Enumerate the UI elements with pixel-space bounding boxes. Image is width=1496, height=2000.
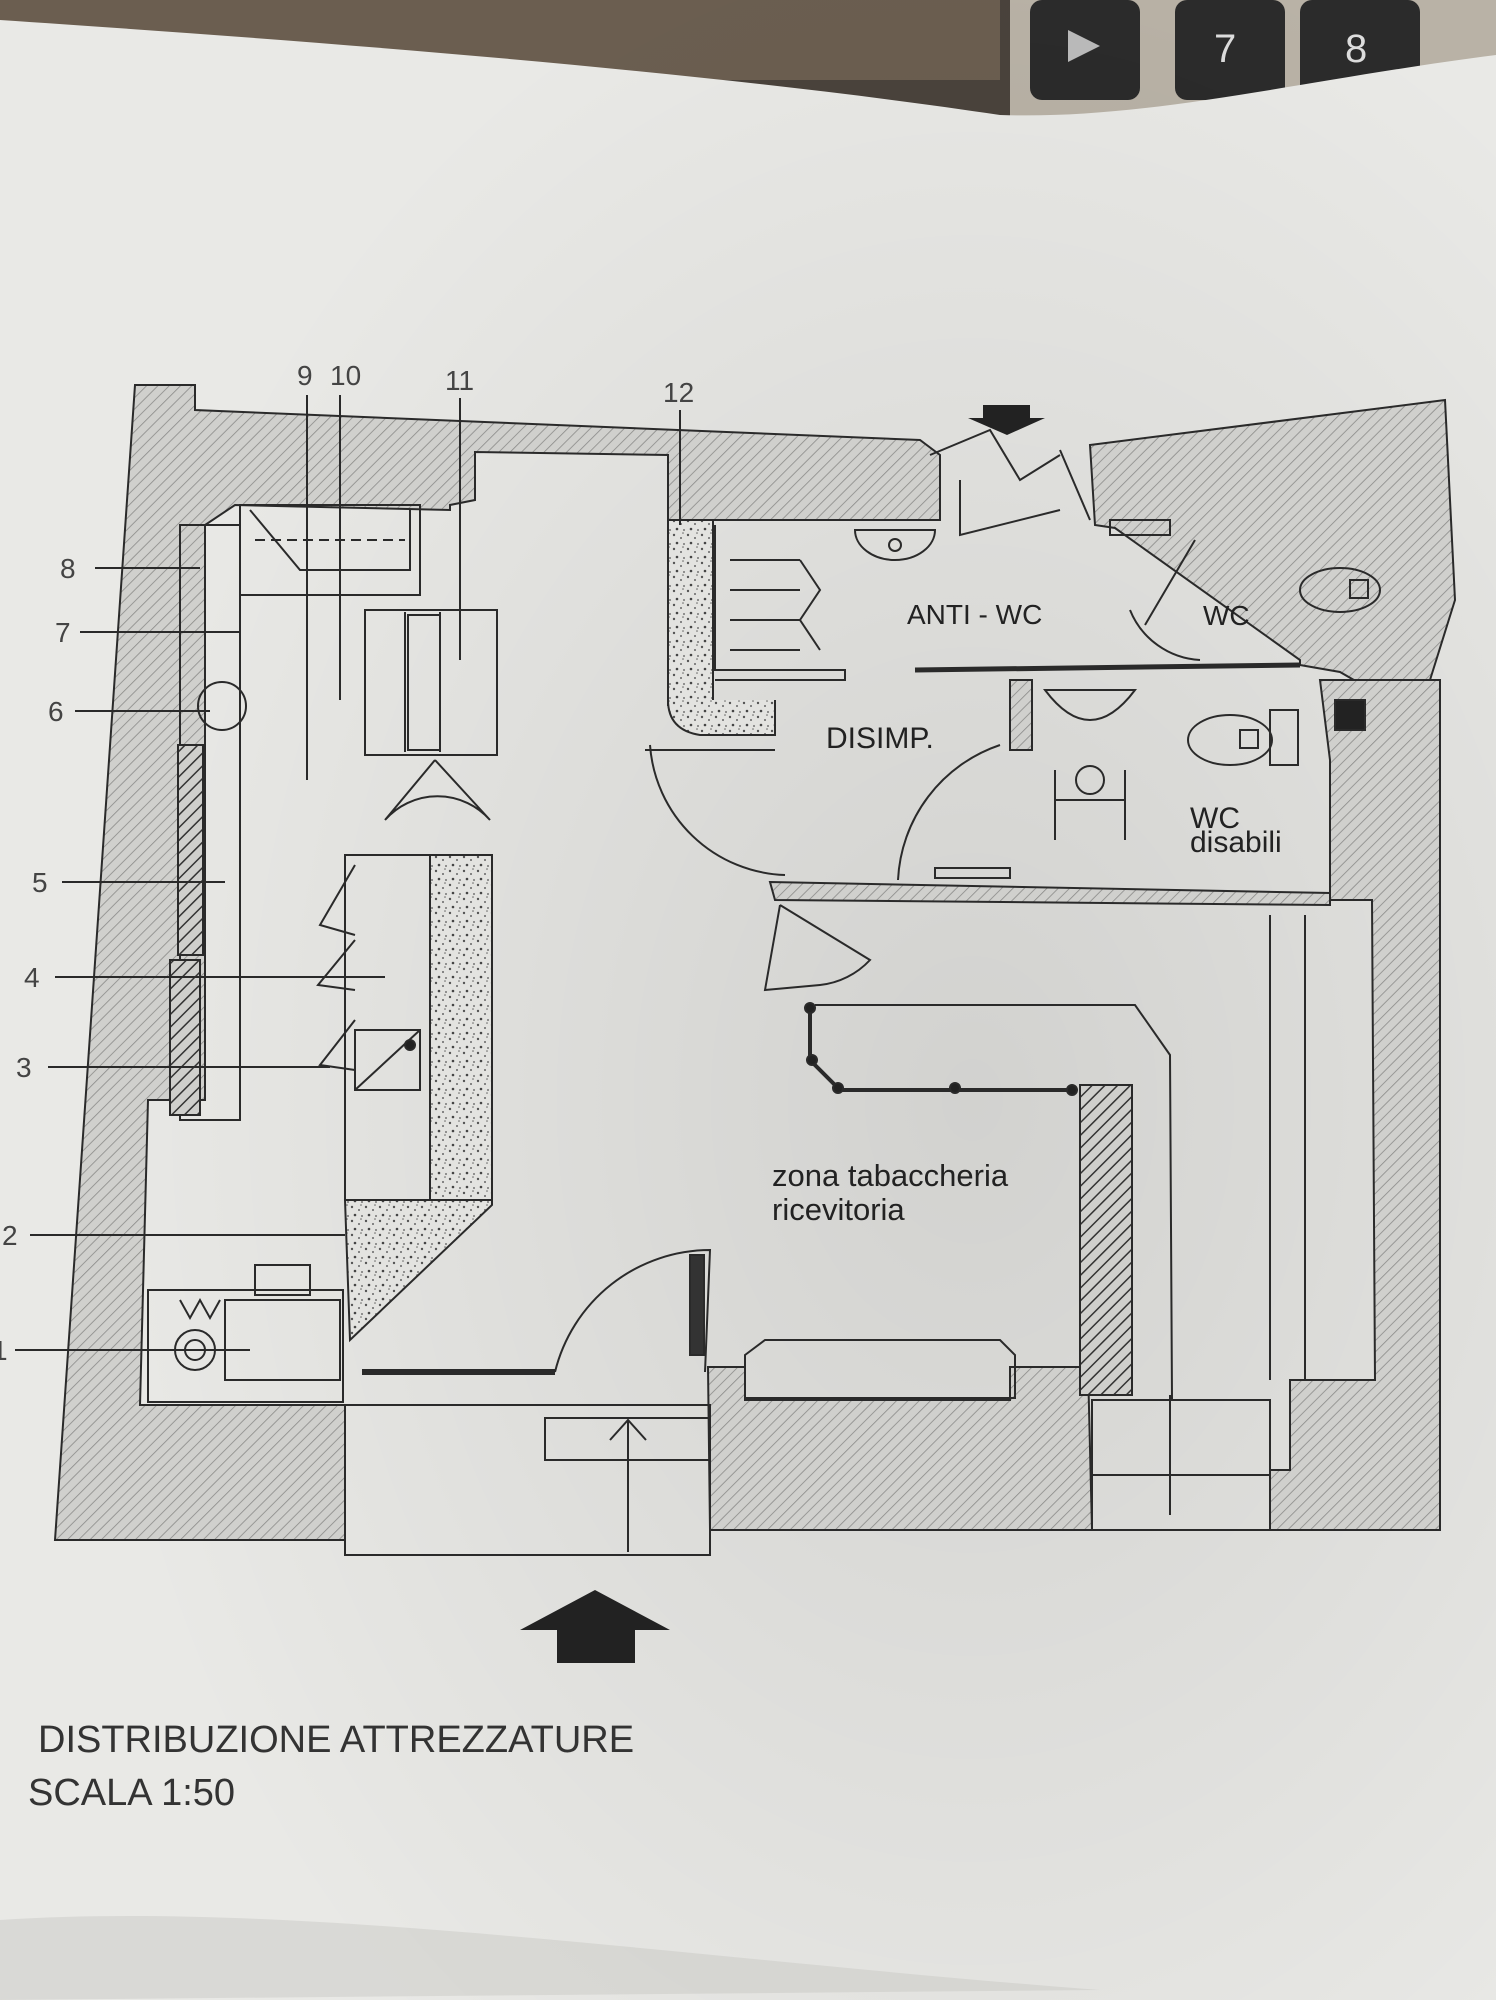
callouts-top: 9 10 11 12 bbox=[297, 360, 694, 408]
key-play bbox=[1030, 0, 1140, 100]
callout-1: 1 bbox=[0, 1335, 8, 1366]
room-label-wc: WC bbox=[1203, 600, 1250, 631]
room-label-zona-1: zona tabaccheria bbox=[772, 1158, 1009, 1193]
paper-sheet bbox=[0, 20, 1496, 2000]
callout-3: 3 bbox=[16, 1052, 32, 1083]
callout-5: 5 bbox=[32, 867, 48, 898]
plan-title: DISTRIBUZIONE ATTREZZATURE bbox=[38, 1719, 634, 1761]
entry-arrow-top-icon bbox=[968, 405, 1045, 435]
walls bbox=[53, 384, 1457, 1541]
svg-text:7: 7 bbox=[1214, 27, 1236, 71]
key-7: 7 bbox=[1175, 0, 1285, 100]
callout-4: 4 bbox=[24, 962, 40, 993]
interior-lines bbox=[15, 395, 1381, 1556]
callout-8: 8 bbox=[60, 553, 76, 584]
callout-11: 11 bbox=[445, 365, 474, 396]
callout-6: 6 bbox=[48, 696, 64, 727]
callout-9: 9 bbox=[297, 360, 313, 391]
callouts-left: 8 7 6 5 4 3 2 1 bbox=[0, 553, 76, 1366]
callout-2: 2 bbox=[2, 1220, 18, 1251]
svg-text:8: 8 bbox=[1345, 27, 1367, 71]
room-label-wc-disabili-1: WC bbox=[1190, 802, 1240, 835]
callout-12: 12 bbox=[663, 377, 694, 408]
room-label-anti-wc: ANTI - WC bbox=[907, 599, 1042, 630]
floor-plan bbox=[15, 384, 1457, 1663]
room-label-disimp: DISIMP. bbox=[826, 722, 934, 755]
plan-scale: SCALA 1:50 bbox=[28, 1772, 235, 1814]
callout-7: 7 bbox=[55, 617, 71, 648]
callout-10: 10 bbox=[330, 360, 361, 391]
room-label-zona-2: ricevitoria bbox=[772, 1192, 905, 1227]
room-label-wc-disabili-2: disabili bbox=[1190, 826, 1282, 859]
